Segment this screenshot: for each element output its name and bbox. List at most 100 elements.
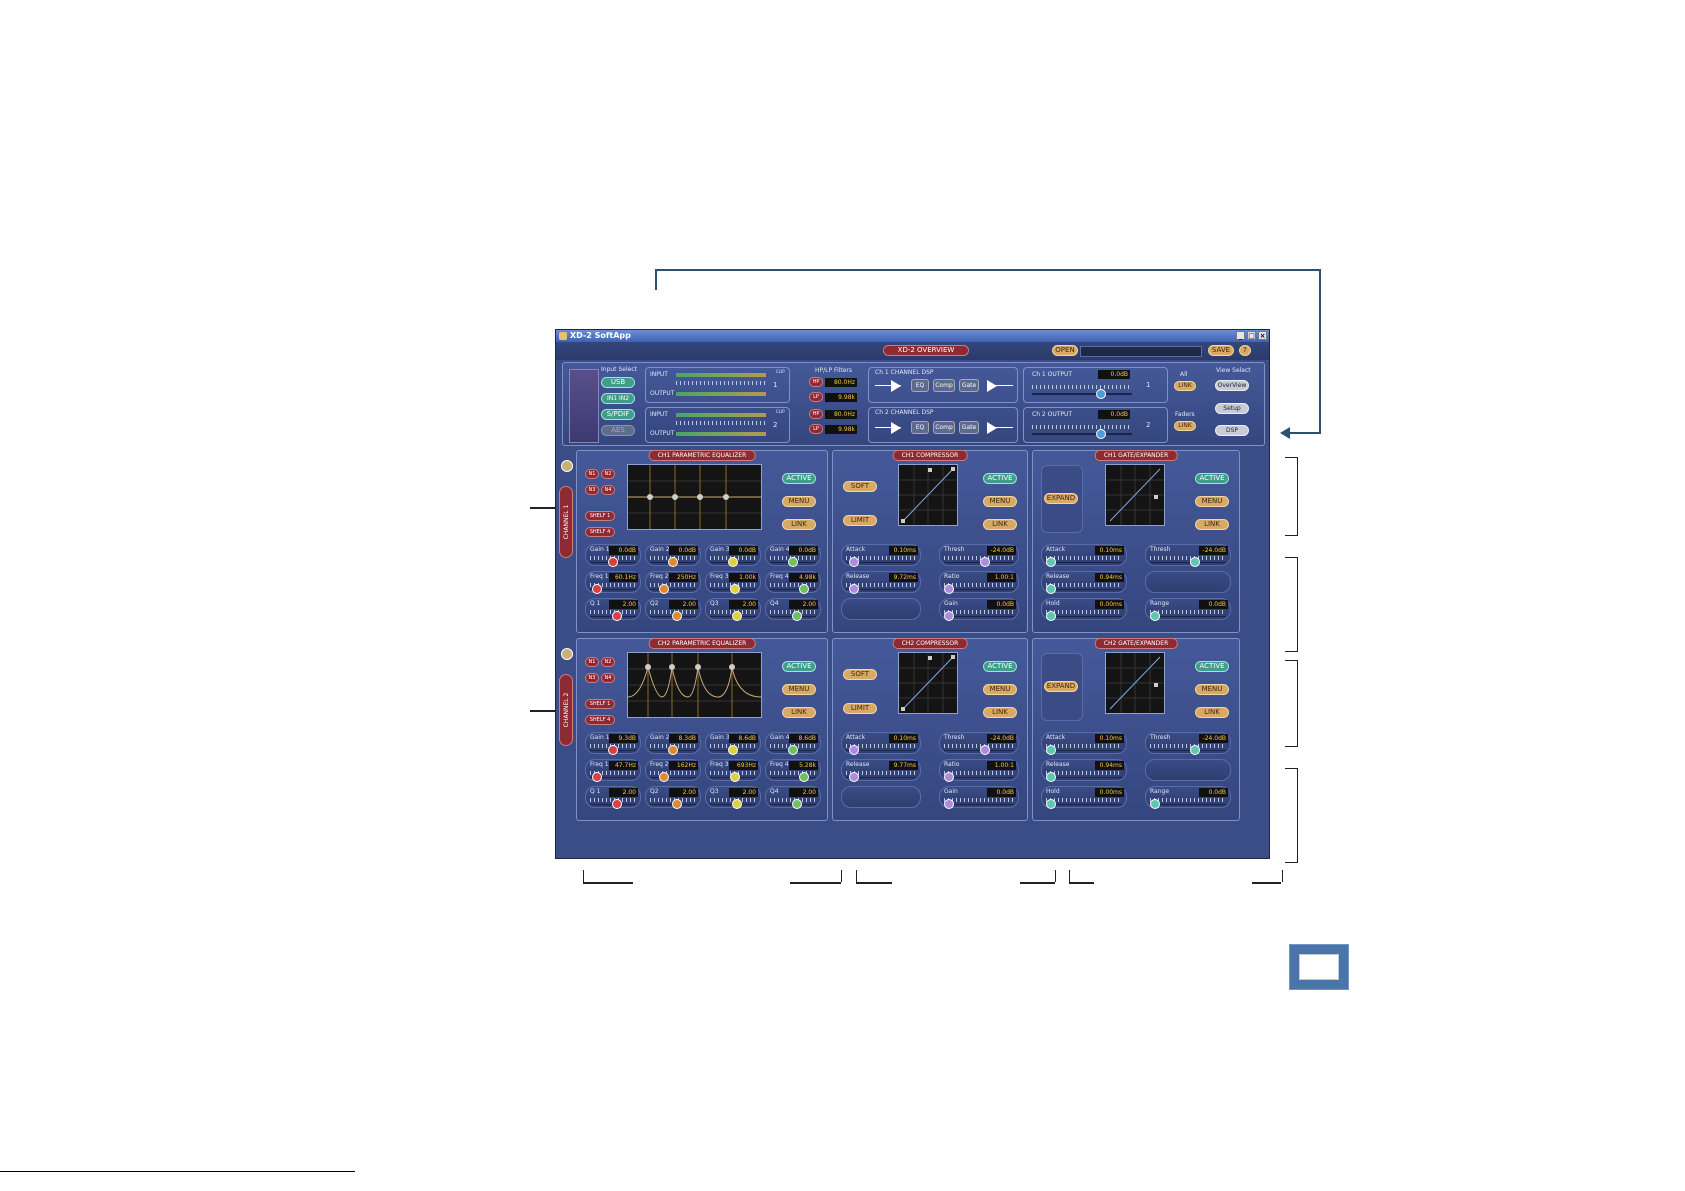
ch1-comp-graph[interactable] [898,464,958,526]
ch2-eq-active-button[interactable]: ACTIVE [782,661,816,672]
input-spdif-button[interactable]: S/PDIF [601,409,635,420]
ch2-gate-attack-knob[interactable] [1046,745,1056,755]
ch1-eq-gain-3-knob[interactable] [728,557,738,567]
ch1-gate-release-knob[interactable] [1046,584,1056,594]
ch2-eq-freq-4-value[interactable]: 5.28k [789,761,818,770]
ch2-comp-thresh-knob[interactable] [980,745,990,755]
ch1-gate-hold-value[interactable]: 0.00ms [1095,600,1124,609]
dsp-ch1-gate-button[interactable]: Gate [959,379,979,392]
ch1-eq-active-button[interactable]: ACTIVE [782,473,816,484]
ch2-comp-link-button[interactable]: LINK [983,707,1017,718]
ch2-eq-n1-button[interactable]: N1 [585,657,599,667]
ch2-eq-freq-3-knob[interactable] [729,772,740,782]
ch1-eq-n2-button[interactable]: N2 [601,469,615,479]
ch1-eq-n1-button[interactable]: N1 [585,469,599,479]
ch1-eq-gain-1-value[interactable]: 0.0dB [609,546,638,555]
ch1-gate-attack-knob[interactable] [1046,557,1056,567]
ch1-eq-freq-4-knob[interactable] [798,584,809,594]
ch2-gate-attack-value[interactable]: 0.10ms [1095,734,1124,743]
ch1-gate-range-value[interactable]: 0.0dB [1199,600,1228,609]
ch2-gate-range-knob[interactable] [1150,799,1160,809]
ch2-eq-q-2-value[interactable]: 2.00 [669,788,698,797]
ch1-comp-link-button[interactable]: LINK [983,519,1017,530]
ch1-gate-graph[interactable] [1105,464,1165,526]
ch2-eq-graph[interactable] [627,652,762,718]
ch1-eq-link-button[interactable]: LINK [782,519,816,530]
ch2-eq-q-3-knob[interactable] [731,799,742,809]
ch2-side-tab[interactable]: CHANNEL 2 [559,674,573,746]
ch1-select-knob[interactable] [561,460,573,472]
ch2-eq-gain-3-knob[interactable] [728,745,738,755]
ch1-comp-thresh-knob[interactable] [980,557,990,567]
ch1-comp-release-value[interactable]: 9.72ms [889,573,918,582]
input-in12-button[interactable]: IN1 IN2 [601,393,635,404]
ch1-eq-q-4-knob[interactable] [791,611,802,621]
ch1-eq-freq-3-value[interactable]: 1.00k [729,573,758,582]
ch1-gate-attack-value[interactable]: 0.10ms [1095,546,1124,555]
ch2-eq-freq-4-knob[interactable] [798,772,809,782]
input-usb-button[interactable]: USB [601,377,635,388]
ch2-eq-freq-2-value[interactable]: 162Hz [669,761,698,770]
ch1-comp-attack-value[interactable]: 0.10ms [889,546,918,555]
input-aes-button[interactable]: AES [601,425,635,436]
dsp-ch2-comp-button[interactable]: Comp [933,421,955,434]
ch1-gate-menu-button[interactable]: MENU [1195,496,1229,507]
ch1-eq-q-1-knob[interactable] [611,611,622,621]
ch2-comp-graph[interactable] [898,652,958,714]
ch2-eq-gain-3-value[interactable]: 8.6dB [729,734,758,743]
ch2-comp-release-knob[interactable] [849,772,859,782]
ch1-eq-freq-1-value[interactable]: 60.1Hz [609,573,638,582]
ch1-comp-gain-knob[interactable] [944,611,954,621]
ch2-eq-gain-4-value[interactable]: 8.6dB [789,734,818,743]
ch2-comp-ratio-knob[interactable] [944,772,954,782]
ch1-comp-soft-button[interactable]: SOFT [843,481,877,492]
ch2-gate-hold-value[interactable]: 0.00ms [1095,788,1124,797]
ch1-eq-gain-4-knob[interactable] [788,557,798,567]
ch1-comp-menu-button[interactable]: MENU [983,496,1017,507]
ch1-eq-freq-2-knob[interactable] [659,584,669,594]
ch2-comp-release-value[interactable]: 9.77ms [889,761,918,770]
ch1-comp-attack-knob[interactable] [849,557,859,567]
ch2-comp-thresh-value[interactable]: -24.0dB [987,734,1016,743]
ch1-eq-freq-4-value[interactable]: 4.98k [789,573,818,582]
filter-lp2-value[interactable]: 9.98k [825,425,857,434]
ch2-eq-q-4-value[interactable]: 2.00 [789,788,818,797]
ch1-comp-release-knob[interactable] [849,584,859,594]
ch2-eq-freq-3-value[interactable]: 693Hz [729,761,758,770]
ch2-eq-n2-button[interactable]: N2 [601,657,615,667]
ch2-eq-shelf4-button[interactable]: SHELF 4 [585,715,615,725]
ch1-eq-gain-4-value[interactable]: 0.0dB [789,546,818,555]
ch1-eq-freq-2-value[interactable]: 250Hz [669,573,698,582]
ch2-eq-q-4-knob[interactable] [791,799,802,809]
dsp-ch2-gate-button[interactable]: Gate [959,421,979,434]
ch2-eq-menu-button[interactable]: MENU [782,684,816,695]
ch2-eq-n4-button[interactable]: N4 [601,673,615,683]
view-setup-button[interactable]: Setup [1215,403,1249,414]
ch2-eq-gain-2-value[interactable]: 8.3dB [669,734,698,743]
ch1-gate-link-button[interactable]: LINK [1195,519,1229,530]
close-button[interactable]: × [1258,331,1267,340]
dsp-ch1-eq-button[interactable]: EQ [911,379,929,392]
maximize-button[interactable]: □ [1247,331,1256,340]
open-button[interactable]: OPEN [1052,345,1078,356]
ch1-gate-expand-button[interactable]: EXPAND [1044,493,1078,504]
ch1-eq-menu-button[interactable]: MENU [782,496,816,507]
ch2-gate-range-value[interactable]: 0.0dB [1199,788,1228,797]
ch1-comp-gain-value[interactable]: 0.0dB [987,600,1016,609]
ch1-eq-graph[interactable] [627,464,762,530]
filter-lp2-button[interactable]: LP [809,424,823,434]
ch2-comp-gain-knob[interactable] [944,799,954,809]
ch1-gate-release-value[interactable]: 0.94ms [1095,573,1124,582]
ch2-comp-menu-button[interactable]: MENU [983,684,1017,695]
ch2-select-knob[interactable] [561,648,573,660]
ch1-gate-thresh-knob[interactable] [1189,557,1200,567]
ch1-comp-thresh-value[interactable]: -24.0dB [987,546,1016,555]
ch1-comp-ratio-knob[interactable] [944,584,954,594]
ch2-gate-thresh-knob[interactable] [1189,745,1200,755]
save-button[interactable]: SAVE [1208,345,1234,356]
faders-link-button[interactable]: LINK [1174,421,1196,431]
ch1-comp-active-button[interactable]: ACTIVE [983,473,1017,484]
ch1-eq-shelf4-button[interactable]: SHELF 4 [585,527,615,537]
help-button[interactable]: ? [1239,345,1251,356]
ch2-comp-gain-value[interactable]: 0.0dB [987,788,1016,797]
